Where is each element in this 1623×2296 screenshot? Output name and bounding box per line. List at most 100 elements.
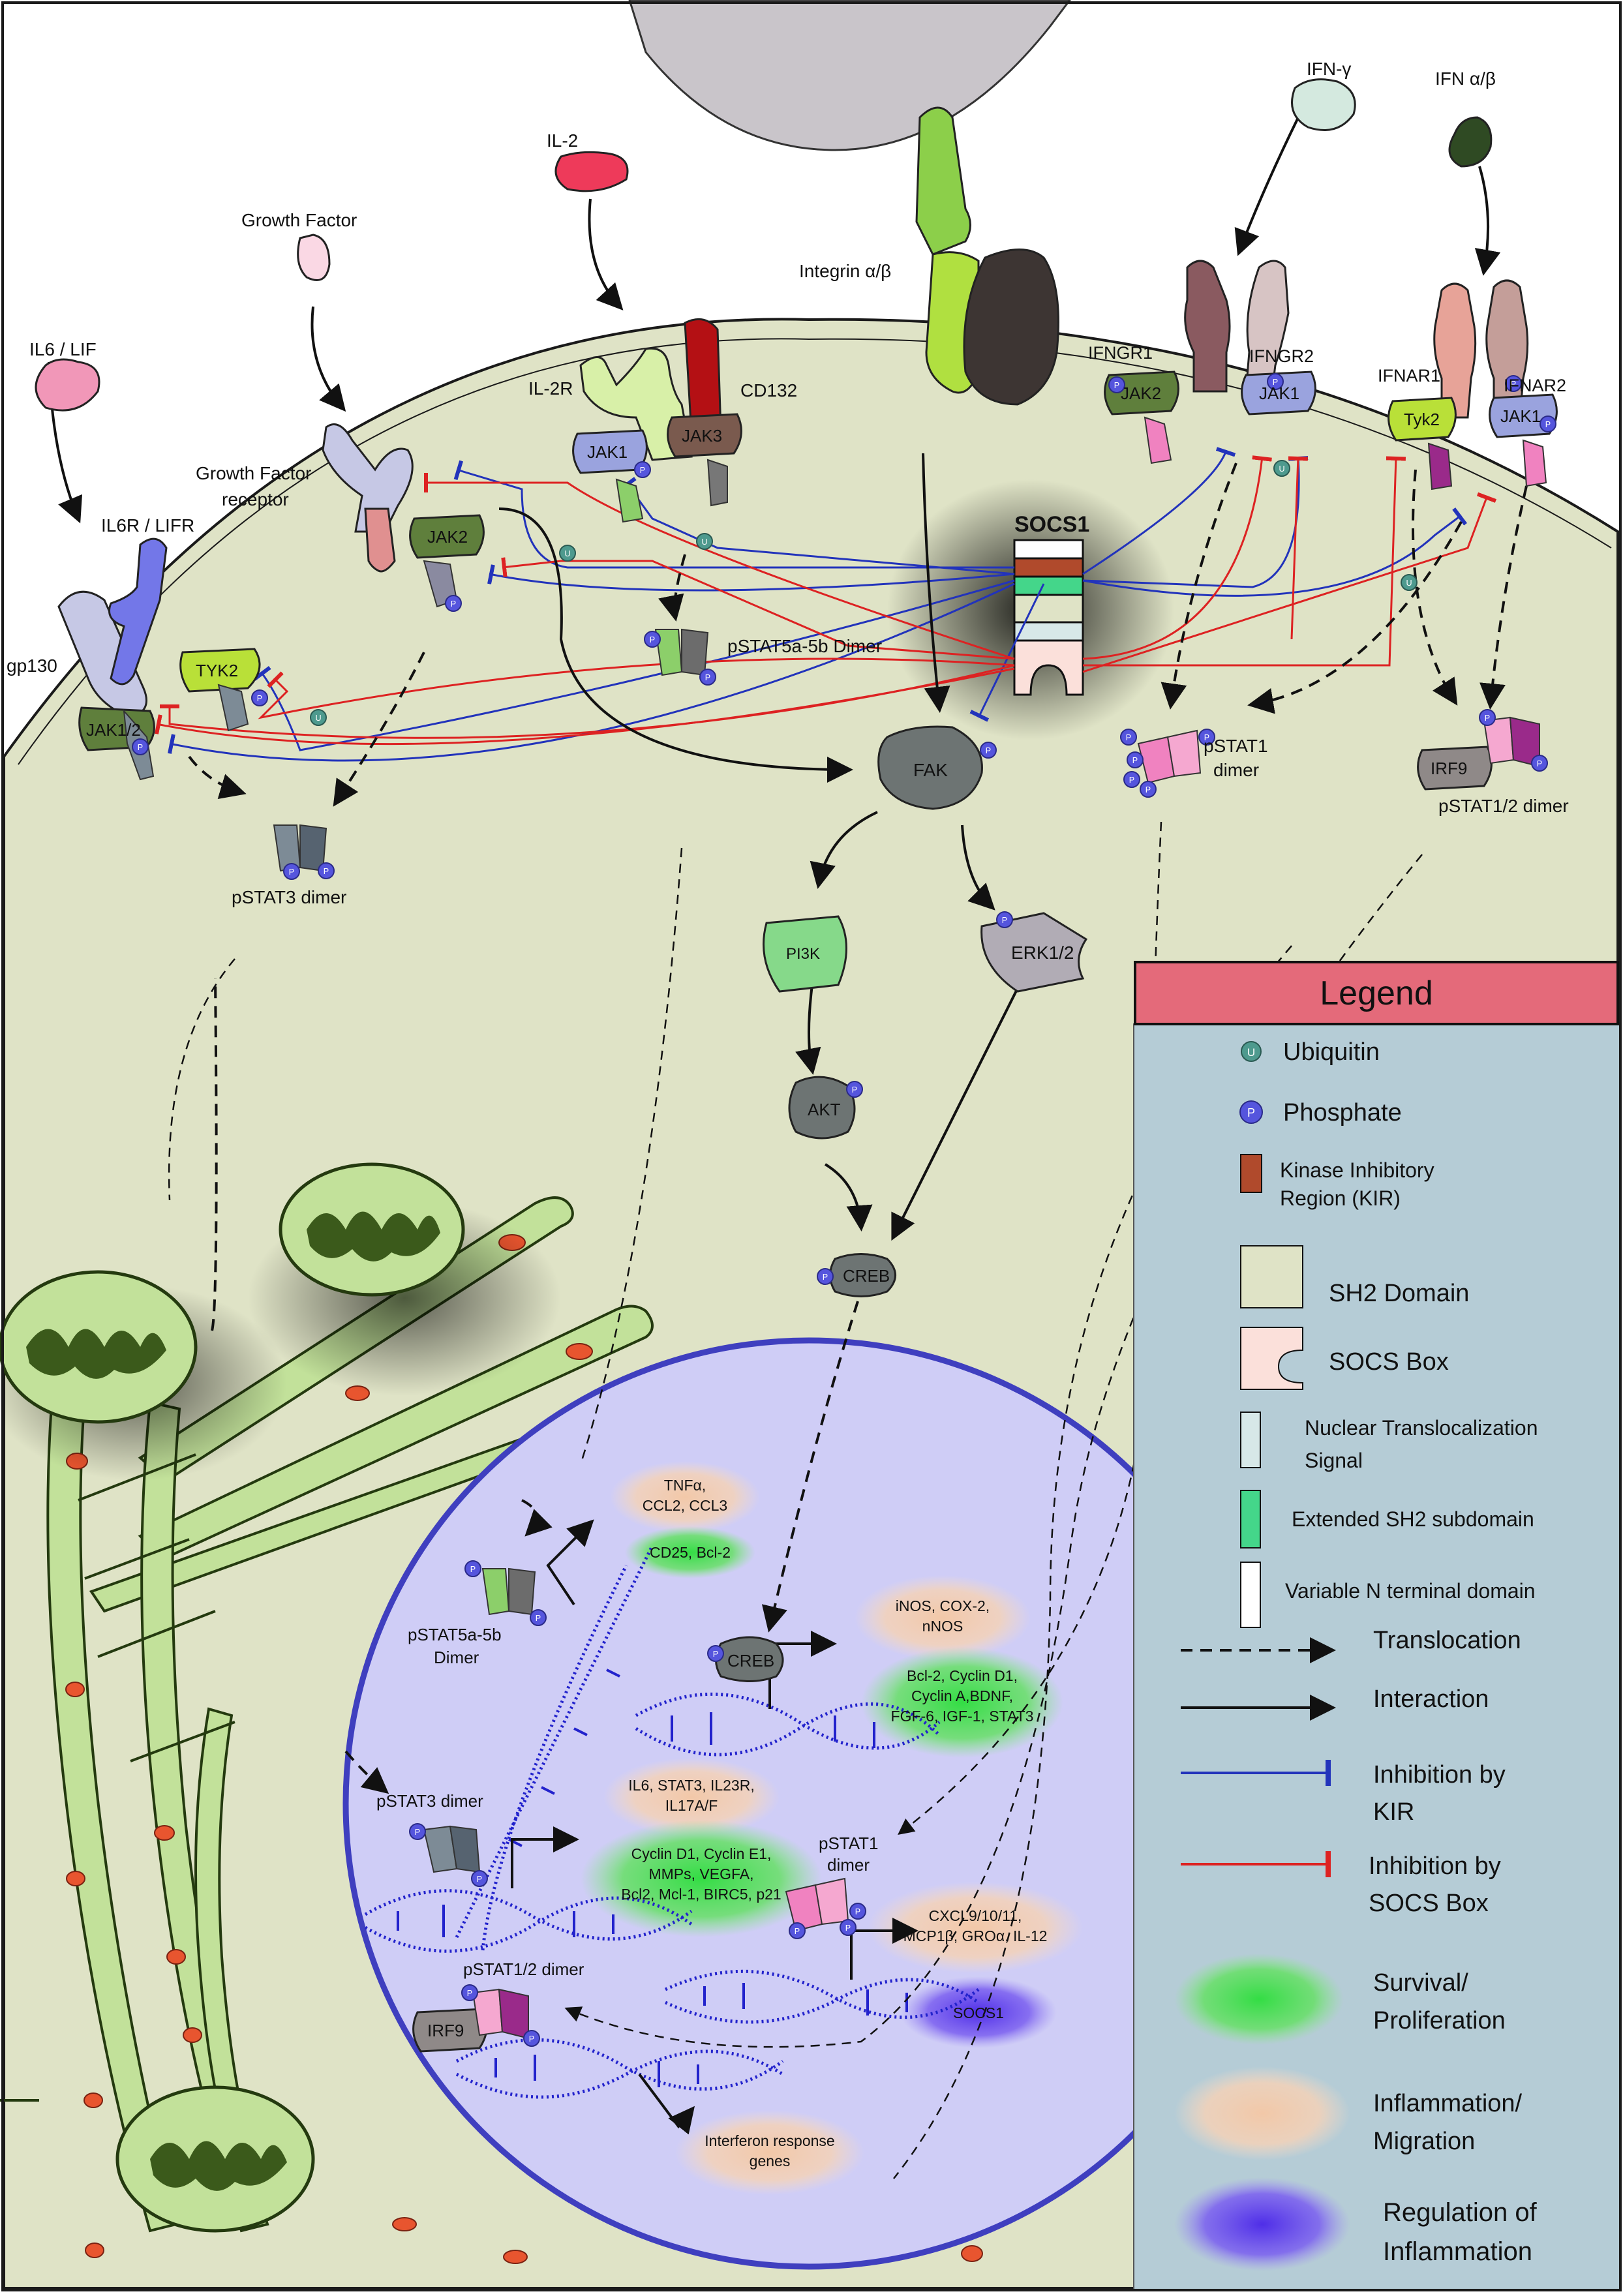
phosphate-icon: P — [996, 911, 1013, 928]
svg-text:P: P — [1511, 380, 1516, 389]
svg-text:P: P — [470, 1565, 476, 1574]
stat-dimer-shapes — [123, 416, 1547, 2040]
svg-text:P: P — [1132, 756, 1138, 765]
svg-text:P: P — [477, 1875, 482, 1884]
legend-nls-label-2: Signal — [1305, 1449, 1363, 1472]
gene-stat5-surv: CD25, Bcl-2 — [650, 1544, 731, 1561]
legend-translocation-label: Translocation — [1373, 1627, 1521, 1654]
tyk2-right-kinase — [1388, 397, 1457, 442]
ifngr2-receptor — [1245, 260, 1290, 393]
gene-stat3-surv-3: Bcl2, Mcl-1, BIRC5, p21 — [621, 1886, 781, 1903]
legend-ext-sh2-icon — [1240, 1490, 1261, 1548]
integrin-alpha — [915, 106, 971, 256]
phosphate-icon: P — [789, 1922, 806, 1939]
phosphate-icon: P — [634, 461, 651, 478]
legend-socs-inh-label-2: SOCS Box — [1369, 1890, 1489, 1917]
phosphate-icon: P — [644, 631, 661, 648]
label-erk: ERK1/2 — [1011, 943, 1074, 963]
creb-nuc-kinase — [715, 1636, 784, 1682]
legend-infl-label-1: Inflammation/ — [1373, 2090, 1523, 2117]
label-ifn-ab: IFN α/β — [1435, 68, 1496, 89]
label-pstat5-nuc-1: pSTAT5a-5b — [408, 1625, 502, 1644]
label-creb-nuc: CREB — [727, 1651, 774, 1670]
phosphate-icon: P — [817, 1268, 834, 1285]
gene-stat5-infl-2: CCL2, CCL3 — [643, 1497, 727, 1514]
label-akt: AKT — [808, 1100, 841, 1119]
gene-stat1-reg: SOCS1 — [953, 2004, 1004, 2021]
svg-text:P: P — [1126, 733, 1131, 742]
label-pstat1-2: dimer — [1213, 760, 1259, 780]
label-jak1-right: JAK1 — [1259, 384, 1299, 403]
label-jak1-ifnar: JAK1 — [1500, 406, 1541, 426]
il2-ligand — [554, 151, 629, 192]
label-growth-factor: Growth Factor — [241, 210, 357, 230]
phosphate-icon: P — [283, 863, 300, 880]
phosphate-icon: P — [707, 1645, 724, 1662]
ubiquitin-icon: U — [1273, 460, 1290, 477]
ligand-shapes — [35, 78, 1493, 412]
label-pstat1-nuc-1: pSTAT1 — [819, 1834, 879, 1853]
label-creb: CREB — [843, 1266, 890, 1286]
legend-kir-inh-label-1: Inhibition by — [1373, 1761, 1506, 1789]
legend-title: Legend — [1320, 974, 1433, 1012]
gene-stat3-surv-2: MMPs, VEGFA, — [648, 1865, 753, 1882]
phosphate-icon: P — [523, 2030, 540, 2047]
il2r-receptor — [579, 347, 693, 461]
svg-text:P: P — [529, 2034, 534, 2044]
legend-kir-icon — [1240, 1154, 1262, 1193]
phosphate-icon: P — [849, 1903, 866, 1920]
phosphate-icon: P — [1120, 729, 1137, 746]
gene-stat5-infl-1: TNFα, — [664, 1477, 706, 1494]
gene-ifn-2: genes — [750, 2152, 791, 2169]
label-jak2-left: JAK2 — [427, 527, 468, 547]
label-tyk2: TYK2 — [196, 661, 238, 680]
gfr-stalk — [364, 507, 396, 573]
svg-text:P: P — [1002, 916, 1007, 925]
gene-ifn-1: Interferon response — [705, 2132, 834, 2149]
legend-socs-box-icon — [1240, 1327, 1303, 1390]
ifngr1-receptor — [1184, 260, 1231, 393]
ubiquitin-icon: U — [696, 533, 713, 550]
label-ifngr1: IFNGR1 — [1088, 343, 1153, 363]
label-jak2-right: JAK2 — [1121, 384, 1161, 403]
svg-text:P: P — [1114, 381, 1119, 390]
label-jak1-left: JAK1 — [587, 442, 628, 462]
label-jak3: JAK3 — [682, 426, 722, 446]
legend-regulation-icon — [1174, 2177, 1350, 2271]
legend-surv-label-2: Proliferation — [1373, 2007, 1506, 2034]
phosphate-icon: P — [699, 669, 716, 686]
phosphate-icon: P — [846, 1081, 863, 1098]
akt-kinase — [788, 1076, 856, 1140]
phosphate-icon: P — [461, 1984, 478, 2001]
legend-header — [1134, 961, 1619, 1025]
cell-membrane-inner — [18, 338, 1612, 765]
label-il6-lif: IL6 / LIF — [29, 339, 97, 359]
svg-text:P: P — [855, 1907, 860, 1916]
gene-stat3-infl-1: IL6, STAT3, IL23R, — [628, 1777, 754, 1794]
label-irf9: IRF9 — [1431, 759, 1467, 778]
svg-text:P: P — [536, 1614, 541, 1623]
svg-text:P: P — [823, 1273, 828, 1282]
legend-ubiquitin-label: Ubiquitin — [1283, 1038, 1380, 1066]
label-ifnar1: IFNAR1 — [1378, 366, 1440, 385]
gene-stat3-surv-1: Cyclin D1, Cyclin E1, — [631, 1845, 772, 1862]
svg-text:P: P — [852, 1085, 857, 1095]
legend-sh2-label: SH2 Domain — [1329, 1280, 1469, 1307]
svg-text:P: P — [845, 1924, 851, 1933]
label-gp130: gp130 — [7, 656, 57, 676]
phosphate-icon: P — [1140, 781, 1157, 798]
label-pstat1-nuc-2: dimer — [827, 1855, 870, 1875]
socs-box-inhibition-lines — [155, 455, 1497, 746]
label-pstat3-dimer: pSTAT3 dimer — [232, 887, 346, 907]
gene-creb-surv-2: Cyclin A,BDNF, — [911, 1687, 1013, 1704]
label-socs1: SOCS1 — [1014, 512, 1089, 537]
legend-var-n-icon — [1240, 1562, 1261, 1628]
phosphate-icon: P — [445, 595, 462, 612]
receptor-shapes — [57, 106, 1529, 719]
label-fak: FAK — [913, 760, 948, 780]
legend-var-n-label: Variable N terminal domain — [1285, 1579, 1536, 1603]
tyk2-kinase — [179, 648, 261, 693]
